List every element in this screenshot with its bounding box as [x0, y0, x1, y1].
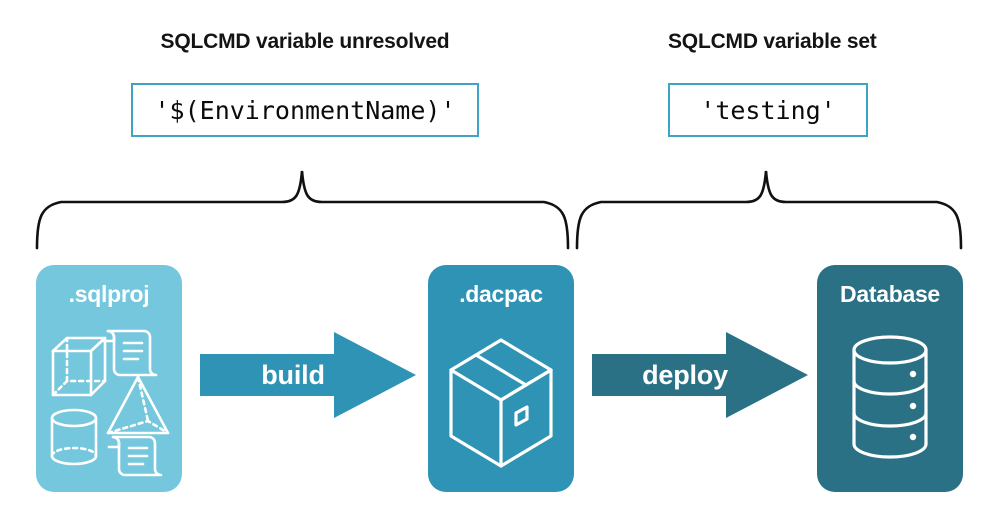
section-heading-right: SQLCMD variable set	[668, 30, 877, 53]
arrow-deploy-label: deploy	[642, 359, 728, 390]
cube-icon	[51, 336, 107, 397]
card-title-sqlproj: .sqlproj	[68, 281, 150, 307]
brace-group	[35, 170, 963, 250]
deploy-arrow-icon	[592, 332, 808, 418]
section-heading-left: SQLCMD variable unresolved	[160, 30, 450, 53]
sqlproj-artwork	[50, 329, 170, 477]
package-box-icon	[449, 338, 553, 468]
card-database[interactable]: Database	[817, 265, 963, 492]
build-arrow-icon	[200, 332, 416, 418]
pyramid-icon	[106, 375, 170, 435]
scroll-icon	[102, 329, 158, 377]
card-title-dacpac: .dacpac	[459, 281, 543, 307]
brace-right-icon	[575, 170, 963, 250]
brace-left-icon	[35, 170, 570, 250]
sqlcmd-variable-value-box-left: '$(EnvironmentName)'	[131, 83, 479, 137]
database-cylinder-icon	[852, 335, 928, 459]
arrow-deploy: deploy	[592, 332, 808, 418]
card-dacpac[interactable]: .dacpac	[428, 265, 574, 492]
card-title-database: Database	[840, 281, 940, 307]
arrow-build-label: build	[261, 359, 325, 390]
database-artwork	[852, 335, 928, 459]
arrow-build: build	[200, 332, 416, 418]
dacpac-artwork	[449, 338, 553, 468]
cylinder-icon	[50, 408, 98, 466]
scroll-icon	[107, 435, 163, 477]
card-sqlproj[interactable]: .sqlproj	[36, 265, 182, 492]
sqlcmd-variable-value-box-right: 'testing'	[668, 83, 868, 137]
